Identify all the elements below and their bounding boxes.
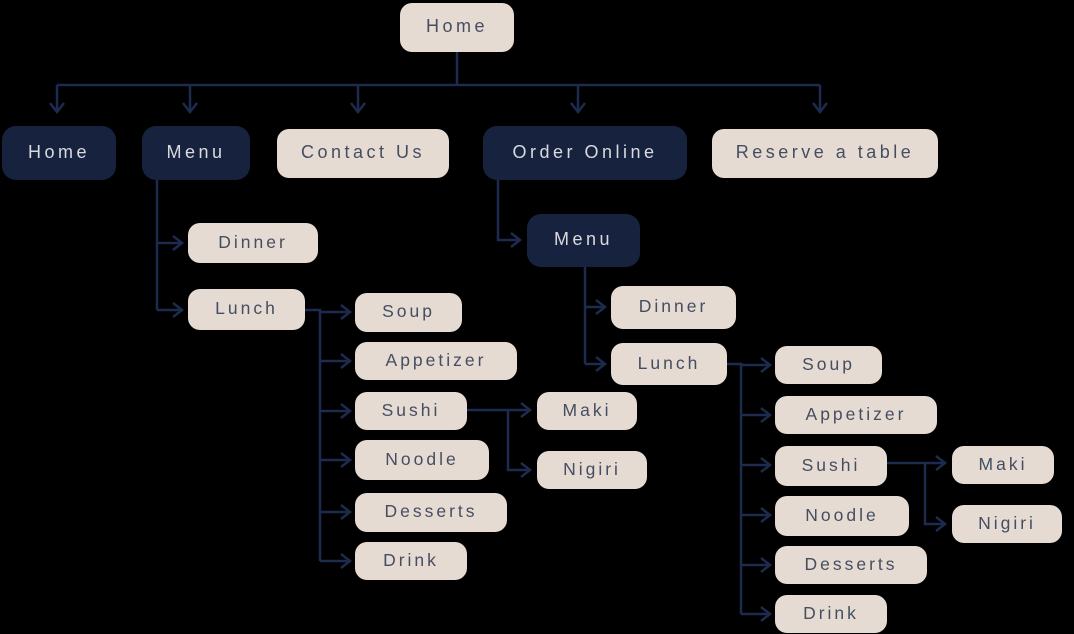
node-label: Drink [803,602,859,623]
node-sushi-1: Sushi [355,392,467,430]
arrowhead-icon [570,102,586,115]
node-menu-2: Menu [527,214,640,267]
node-appetizer-1: Appetizer [355,342,517,380]
node-soup-2: Soup [775,346,882,384]
node-label: Maki [978,453,1028,474]
node-drink-1: Drink [355,542,467,580]
arrowhead-icon [760,457,773,473]
arrowhead-icon [182,102,198,115]
node-label: Menu [166,141,226,162]
node-label: Home [425,16,488,36]
node-label: Noodle [805,504,879,525]
node-maki-1: Maki [537,392,637,430]
node-contact-us: Contact Us [277,129,449,178]
node-order-online: Order Online [483,126,687,180]
node-maki-2: Maki [952,446,1054,484]
arrowhead-icon [340,403,353,419]
arrowhead-icon [760,357,773,373]
connector-line [305,308,322,561]
node-label: Menu [553,229,614,249]
arrowhead-icon [340,452,353,468]
node-noodle-2: Noodle [775,496,909,536]
arrowhead-icon [172,302,185,318]
node-desserts-2: Desserts [775,546,927,584]
node-dinner-2: Dinner [611,286,736,329]
node-label: Desserts [384,501,478,521]
arrowhead-icon [760,407,773,423]
arrowhead-icon [935,516,948,532]
arrowhead-icon [760,507,773,523]
node-label: Home [27,141,90,162]
node-menu: Menu [142,126,250,180]
node-label: Maki [562,399,612,420]
node-label: Dinner [218,231,288,252]
node-label: Soup [382,301,435,321]
arrowhead-icon [595,299,608,315]
node-dinner-1: Dinner [188,223,318,263]
node-soup-1: Soup [355,293,462,332]
arrowhead-icon [812,102,828,115]
arrowhead-icon [350,102,366,115]
node-label: Sushi [381,399,441,420]
node-home: Home [2,126,116,180]
node-drink-2: Drink [775,595,887,633]
node-label: Drink [383,549,439,570]
node-desserts-1: Desserts [355,493,507,532]
node-nigiri-1: Nigiri [537,451,647,489]
node-label: Nigiri [563,458,621,479]
node-label: Noodle [385,448,459,469]
node-nigiri-2: Nigiri [952,505,1062,543]
connector-line [506,410,530,472]
node-label: Dinner [638,296,709,316]
node-label: Order Online [512,141,658,162]
node-label: Appetizer [805,403,907,424]
arrowhead-icon [172,235,185,251]
arrowhead-icon [595,356,608,372]
connector-line [923,463,945,526]
node-home-root: Home [400,3,514,52]
node-noodle-1: Noodle [355,440,489,480]
arrowhead-icon [49,102,65,115]
node-label: Nigiri [978,512,1036,533]
node-label: Desserts [804,553,898,574]
arrowhead-icon [510,232,523,248]
node-reserve-a-table: Reserve a table [712,129,938,178]
arrowhead-icon [760,606,773,622]
node-label: Reserve a table [735,142,915,162]
node-label: Lunch [215,298,278,318]
arrowhead-icon [520,402,533,418]
arrowhead-icon [340,304,353,320]
connector-line [496,180,520,242]
node-lunch-2: Lunch [611,343,727,385]
arrowhead-icon [520,462,533,478]
node-label: Lunch [637,352,701,373]
arrowhead-icon [340,504,353,520]
arrowhead-icon [340,353,353,369]
arrowhead-icon [935,455,948,471]
node-lunch-1: Lunch [188,289,305,330]
node-label: Sushi [801,454,861,475]
node-label: Soup [802,353,855,374]
node-label: Contact Us [300,142,426,162]
node-label: Appetizer [385,349,487,370]
node-appetizer-2: Appetizer [775,396,937,434]
connector-line [727,362,743,614]
node-sushi-2: Sushi [775,446,887,486]
arrowhead-icon [340,553,353,569]
arrowhead-icon [760,557,773,573]
